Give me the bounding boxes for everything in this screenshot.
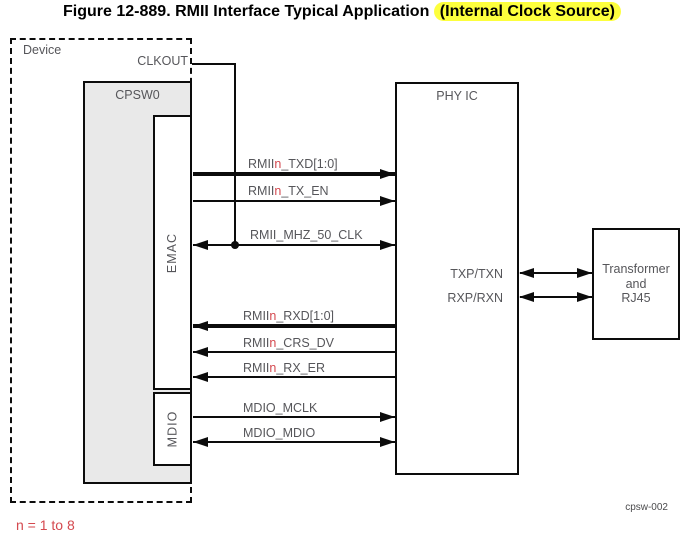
wire bbox=[193, 244, 395, 246]
phy-ic-block: PHY IC TXP/TXN RXP/RXN bbox=[395, 82, 519, 475]
clkout-label: CLKOUT bbox=[137, 54, 188, 68]
figure-title-text: Figure 12-889. RMII Interface Typical Ap… bbox=[63, 3, 434, 20]
clkout-wire-vertical bbox=[234, 63, 236, 246]
signal-label: RMIIn_RX_ER bbox=[243, 361, 325, 375]
cpsw0-label: CPSW0 bbox=[115, 88, 160, 102]
transformer-rj45-label: Transformer and RJ45 bbox=[594, 230, 678, 338]
transformer-label-line3: RJ45 bbox=[621, 291, 651, 306]
phy-pin-txp-txn: TXP/TXN bbox=[450, 267, 503, 281]
arrowhead-left-icon bbox=[193, 372, 208, 382]
arrowhead-left-icon bbox=[193, 240, 208, 250]
arrowhead-right-icon bbox=[577, 292, 592, 302]
transformer-label-line1: Transformer bbox=[602, 262, 670, 277]
phy-ic-label: PHY IC bbox=[436, 89, 478, 103]
wire bbox=[520, 296, 592, 298]
phy-pin-rxp-rxn: RXP/RXN bbox=[447, 291, 503, 305]
arrowhead-right-icon bbox=[380, 169, 395, 179]
signal-label: RMIIn_RXD[1:0] bbox=[243, 309, 335, 323]
mdio-block: MDIO bbox=[153, 392, 192, 466]
arrowhead-left-icon bbox=[519, 292, 534, 302]
wire bbox=[193, 324, 395, 328]
signal-label: RMIIn_TXD[1:0] bbox=[248, 157, 338, 171]
transformer-label-line2: and bbox=[625, 276, 647, 291]
emac-block: EMAC bbox=[153, 115, 192, 390]
signal-label: RMIIn_TX_EN bbox=[248, 184, 329, 198]
wire bbox=[193, 441, 395, 443]
figure-title-highlight: (Internal Clock Source) bbox=[433, 2, 621, 21]
arrowhead-right-icon bbox=[380, 240, 395, 250]
signal-label: RMII_MHZ_50_CLK bbox=[250, 228, 363, 242]
arrowhead-right-icon bbox=[380, 412, 395, 422]
signal-label: MDIO_MCLK bbox=[243, 401, 318, 415]
emac-label: EMAC bbox=[165, 232, 180, 273]
mdio-label-wrap: MDIO bbox=[155, 394, 190, 464]
emac-label-wrap: EMAC bbox=[155, 117, 190, 388]
device-label: Device bbox=[23, 43, 62, 57]
wire bbox=[193, 200, 395, 202]
mdio-label: MDIO bbox=[165, 410, 180, 448]
signal-label: RMIIn_CRS_DV bbox=[243, 336, 335, 350]
wire bbox=[193, 416, 395, 418]
arrowhead-left-icon bbox=[193, 347, 208, 357]
wire-junction-dot bbox=[231, 241, 239, 249]
arrowhead-right-icon bbox=[577, 268, 592, 278]
figure-code: cpsw-002 bbox=[625, 502, 668, 513]
wire bbox=[193, 172, 395, 176]
wire bbox=[193, 376, 395, 378]
footnote-n-range: n = 1 to 8 bbox=[16, 517, 75, 533]
arrowhead-right-icon bbox=[380, 196, 395, 206]
figure-title: Figure 12-889. RMII Interface Typical Ap… bbox=[0, 2, 684, 21]
arrowhead-left-icon bbox=[193, 321, 208, 331]
transformer-rj45-block: Transformer and RJ45 bbox=[592, 228, 680, 340]
wire bbox=[193, 351, 395, 353]
signal-label: MDIO_MDIO bbox=[243, 426, 316, 440]
clkout-wire-horizontal bbox=[192, 63, 236, 65]
arrowhead-right-icon bbox=[380, 437, 395, 447]
arrowhead-left-icon bbox=[193, 437, 208, 447]
arrowhead-left-icon bbox=[519, 268, 534, 278]
wire bbox=[520, 272, 592, 274]
